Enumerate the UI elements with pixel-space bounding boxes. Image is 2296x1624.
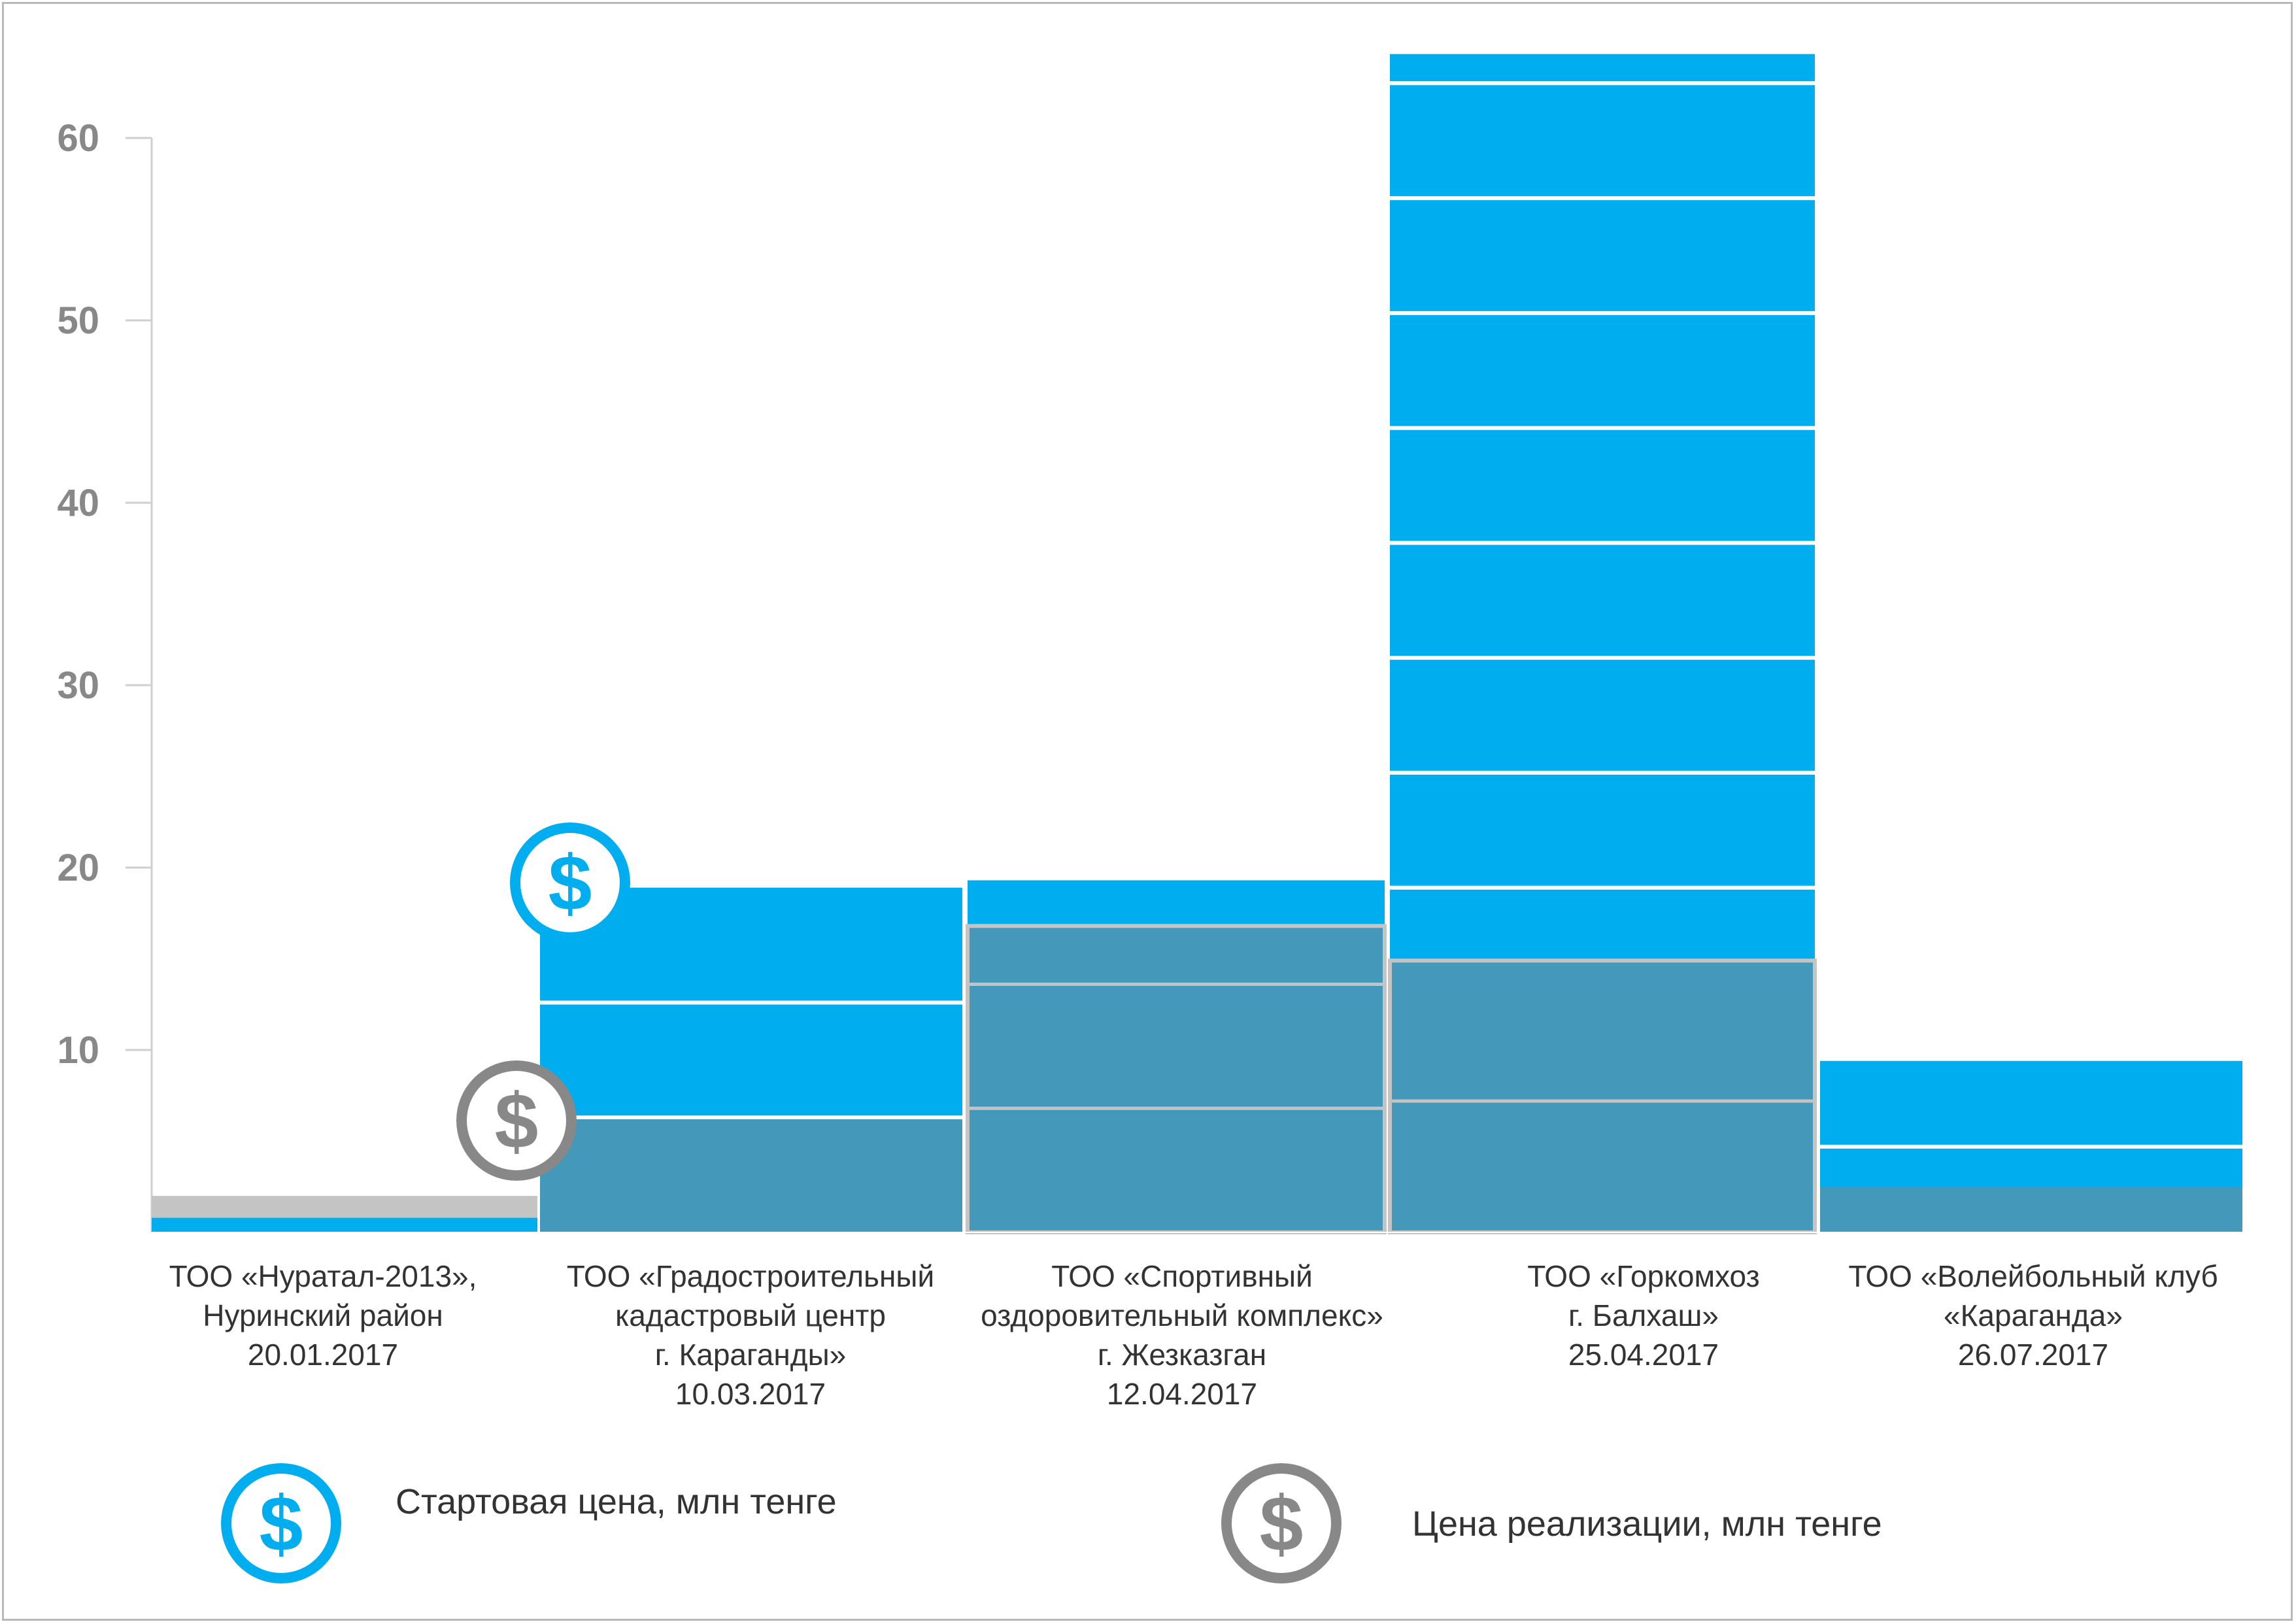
- legend-item-start-price: $: [216, 1458, 346, 1592]
- bar-sale-price: [1820, 1187, 2242, 1232]
- y-tick-label: 40: [57, 482, 99, 524]
- x-category-label: ТОО «Нуратал-2013», Нуринский район 20.01.…: [114, 1257, 532, 1374]
- bar-sale-price: [966, 924, 1387, 1235]
- sale-price-marker-icon-glyph: $: [495, 1077, 539, 1165]
- x-category-label-line: 25.04.2017: [1568, 1338, 1719, 1372]
- x-category-label-line: г. Караганды»: [654, 1338, 847, 1372]
- x-category-label: ТОО «Горкомхоз г. Балхаш» 25.04.2017: [1434, 1257, 1853, 1374]
- x-category-label-line: ТОО «Нуратал-2013»,: [169, 1259, 477, 1293]
- x-category-label-line: г. Балхаш»: [1568, 1298, 1719, 1332]
- legend-item-sale-price: $: [1216, 1458, 1347, 1592]
- x-category-label-line: г. Жезказган: [1097, 1338, 1267, 1372]
- x-category-label: ТОО «Спортивный оздоровительный комплекс»…: [973, 1257, 1391, 1413]
- bar-sale-price: [1388, 958, 1817, 1235]
- x-category-label: ТОО «Волейбольный клуб «Караганда» 26.07.2…: [1824, 1257, 2242, 1374]
- sale-price-marker-icon-inner: [467, 1071, 566, 1170]
- x-category-label-line: 20.01.2017: [247, 1338, 399, 1372]
- x-category-label-line: ТОО «Спортивный: [1051, 1259, 1313, 1293]
- bar-start-price-overlay: [152, 1217, 537, 1232]
- x-category-label-line: ТОО «Горкомхоз: [1527, 1259, 1760, 1293]
- x-category-label-line: оздоровительный комплекс»: [981, 1298, 1383, 1332]
- y-tick-label: 60: [57, 117, 99, 160]
- x-category-label-line: ТОО «Градостроительный: [566, 1259, 935, 1293]
- dollar-circle-blue-icon: $: [221, 1463, 341, 1583]
- legend-label-start-price: Стартовая цена, млн тенге: [396, 1482, 837, 1521]
- x-category-label-line: «Караганда»: [1944, 1298, 2123, 1332]
- y-tick-label: 10: [57, 1029, 99, 1072]
- x-category-label-line: Нуринский район: [203, 1298, 443, 1332]
- x-category-label-line: кадастровый центр: [615, 1298, 886, 1332]
- dollar-circle-gray-icon: $: [1221, 1463, 1342, 1583]
- y-tick-label: 50: [57, 299, 99, 342]
- x-category-label-line: 26.07.2017: [1957, 1338, 2109, 1372]
- y-tick-label: 20: [57, 847, 99, 889]
- y-tick-label: 30: [57, 664, 99, 707]
- x-category-label-line: ТОО «Волейбольный клуб: [1848, 1259, 2218, 1293]
- legend-label-sale-price: Цена реализации, млн тенге: [1412, 1504, 1882, 1544]
- x-category-label: ТОО «Градостроительный кадастровый центр г…: [541, 1257, 960, 1413]
- svg-text:$: $: [260, 1480, 303, 1568]
- start-price-marker-icon-inner: [520, 833, 620, 932]
- x-category-label-line: 10.03.2017: [675, 1377, 826, 1411]
- start-price-marker-icon-glyph: $: [549, 839, 592, 927]
- bar-sale-price: [540, 1119, 962, 1232]
- x-category-label-line: 12.04.2017: [1106, 1377, 1258, 1411]
- svg-text:$: $: [1260, 1480, 1304, 1568]
